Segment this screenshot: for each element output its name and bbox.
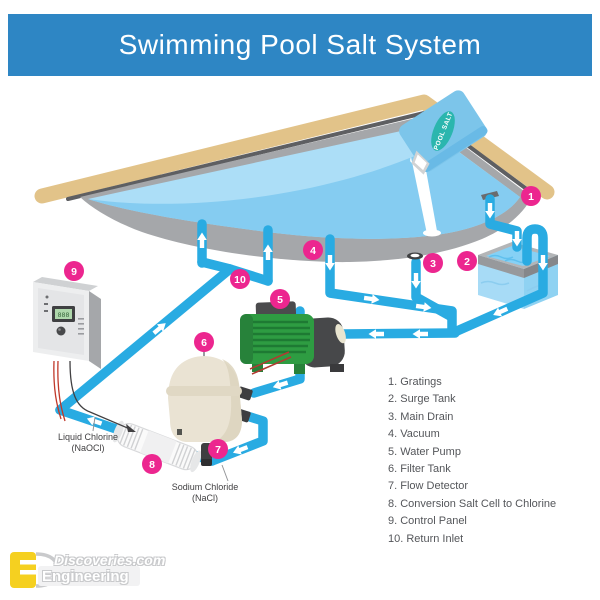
badge-8: 8 [142, 454, 162, 474]
legend-item: 3. Main Drain [388, 410, 454, 423]
legend-item: 2. Surge Tank [388, 393, 456, 406]
panel-wire-red [53, 360, 66, 422]
svg-text:8: 8 [149, 459, 155, 471]
pool [34, 94, 555, 263]
svg-text:2: 2 [464, 256, 470, 268]
badge-1: 1 [521, 186, 541, 206]
legend-item: 1. Gratings [388, 376, 442, 388]
logo-pill [38, 566, 140, 586]
label-liquid-chlorine: Liquid Chlorine (NaOCl) [57, 432, 119, 453]
badges: 1 2 3 4 5 6 7 8 9 10 [64, 186, 541, 474]
badge-6: 6 [194, 332, 214, 352]
svg-text:7: 7 [215, 444, 221, 456]
legend-item: 5. Water Pump [388, 445, 461, 458]
pool-salt-bag: POOL SALT [399, 90, 488, 175]
panel-lcd-display: 888 [58, 312, 70, 319]
badge-7: 7 [208, 439, 228, 459]
svg-text:1: 1 [528, 191, 534, 203]
svg-text:3: 3 [430, 258, 436, 270]
badge-10: 10 [230, 269, 250, 289]
legend-item: 10. Return Inlet [388, 532, 464, 545]
label-sodium-chloride: Sodium Chloride (NaCl) [171, 482, 239, 503]
pipe-return-header [197, 257, 273, 286]
svg-text:10: 10 [234, 274, 246, 286]
water-pump [240, 301, 346, 375]
badge-2: 2 [457, 251, 477, 271]
legend-item: 6. Filter Tank [388, 463, 451, 476]
legend-item: 4. Vacuum [388, 428, 440, 441]
control-panel: 888 [33, 277, 136, 432]
svg-text:6: 6 [201, 337, 207, 349]
salt-stream [410, 157, 441, 237]
title-bar: Swimming Pool Salt System [8, 14, 592, 76]
pointer-sodium-chloride [221, 464, 229, 482]
pipe-return-diagonal [55, 264, 235, 415]
legend-item: 7. Flow Detector [388, 480, 469, 493]
pipe-surge-outlet [452, 224, 548, 336]
pool-deck [34, 94, 555, 204]
logo-discoveries: Discoveries.com [54, 552, 166, 568]
legend-item: 8. Conversion Salt Cell to Chlorine [388, 497, 557, 510]
pointer-liquid-chlorine [92, 416, 96, 432]
pump-wires [249, 351, 292, 375]
svg-text:4: 4 [310, 245, 316, 257]
legend-item: 9. Control Panel [388, 515, 467, 528]
filter-tank [166, 341, 253, 442]
logo-engineering: Engineering [42, 568, 129, 585]
pipe-suction [339, 328, 460, 339]
svg-text:9: 9 [71, 266, 77, 278]
badge-9: 9 [64, 261, 84, 281]
pool-water-deep [88, 142, 520, 239]
page-title: Swimming Pool Salt System [118, 29, 482, 60]
badge-3: 3 [423, 253, 443, 273]
main-drain-fitting [407, 252, 423, 260]
legend: 1. Gratings 2. Surge Tank 3. Main Drain … [388, 374, 588, 548]
badge-5: 5 [270, 289, 290, 309]
panel-wire-dark [69, 360, 131, 430]
badge-4: 4 [303, 240, 323, 260]
svg-text:5: 5 [277, 294, 283, 306]
engineering-discoveries-logo: Discoveries.com Engineering [6, 546, 196, 594]
